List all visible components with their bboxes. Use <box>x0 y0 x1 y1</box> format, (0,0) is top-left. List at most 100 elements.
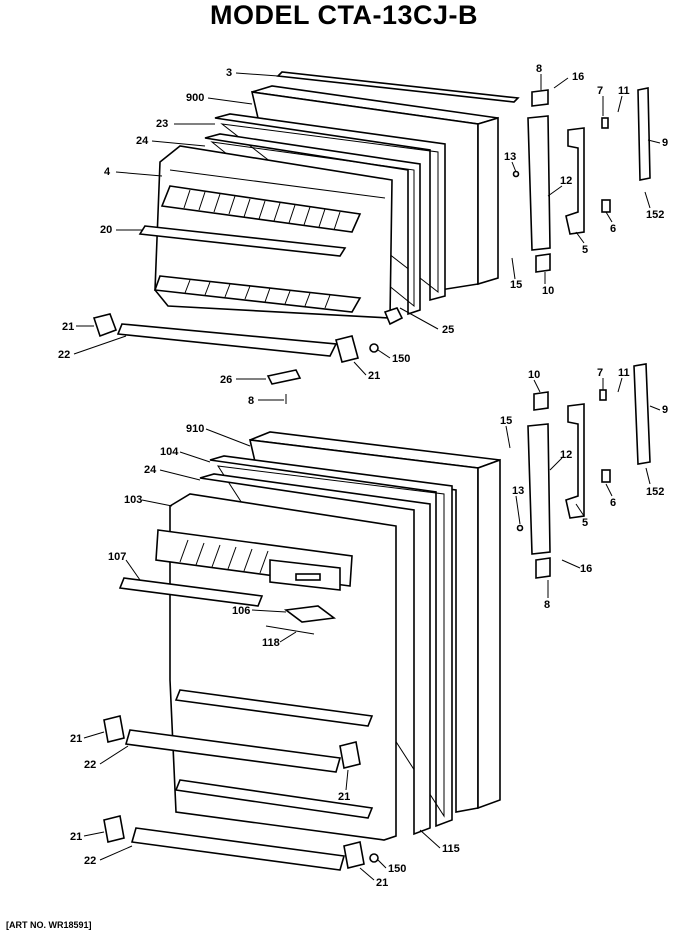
callout-7-bottom: 7 <box>597 367 603 379</box>
freezer-hinge-pin <box>601 117 609 129</box>
fresh-food-end-cap-left-upper <box>103 715 125 743</box>
callout-21-bottom-left-upper: 21 <box>70 733 82 745</box>
freezer-handle-trim <box>637 87 651 181</box>
fresh-food-outer-door-edge <box>477 458 501 810</box>
callout-11-bottom: 11 <box>618 367 630 379</box>
callout-8: 8 <box>536 63 542 75</box>
leader-lines <box>73 72 661 881</box>
freezer-door-assembly <box>92 71 651 404</box>
callout-24: 24 <box>136 135 149 147</box>
fresh-food-end-cap-left-lower <box>103 815 125 843</box>
callout-25: 25 <box>442 324 454 336</box>
callout-16-bottom: 16 <box>580 563 592 575</box>
callout-11: 11 <box>618 85 630 97</box>
freezer-handle <box>565 127 585 235</box>
callout-6-bottom: 6 <box>610 497 616 509</box>
callout-9-bottom: 9 <box>662 404 668 416</box>
callout-152-bottom: 152 <box>646 486 664 498</box>
callout-900: 900 <box>186 92 204 104</box>
callout-21-top-right: 21 <box>368 370 380 382</box>
diagram-title: MODEL CTA-13CJ-B <box>209 0 479 30</box>
callout-21-bottom-left-lower: 21 <box>70 831 82 843</box>
fresh-food-end-cap-right-upper <box>339 741 361 769</box>
callout-8-top-bottom: 8 <box>248 395 254 407</box>
callout-10: 10 <box>542 285 554 297</box>
fresh-food-hinge-pin <box>599 389 607 401</box>
callout-3: 3 <box>226 67 232 79</box>
fresh-food-door-rail-upper <box>124 729 342 773</box>
callout-107: 107 <box>108 551 126 563</box>
freezer-door-rail <box>116 323 338 357</box>
fresh-food-hinge-rail <box>527 423 551 555</box>
callout-10-bottom: 10 <box>528 369 540 381</box>
art-number: [ART NO. WR18591] <box>6 920 92 930</box>
freezer-handle-clip <box>601 199 611 213</box>
fresh-food-butter-door <box>283 605 337 623</box>
freezer-screw <box>369 343 379 353</box>
callout-26: 26 <box>220 374 232 386</box>
callout-20: 20 <box>100 224 112 236</box>
callout-24-bottom: 24 <box>144 464 157 476</box>
fresh-food-door-rail-lower <box>130 827 346 871</box>
fresh-food-egg-tray <box>179 539 269 574</box>
callout-4: 4 <box>104 166 111 178</box>
callout-8-bottom: 8 <box>544 599 550 611</box>
fresh-food-hinge-bracket-top <box>533 391 549 411</box>
fresh-food-lower-shelf <box>174 779 374 819</box>
callout-13: 13 <box>504 151 516 163</box>
fresh-food-handle-clip <box>601 469 611 483</box>
freezer-upper-rack <box>160 185 362 233</box>
freezer-shelf-bar <box>138 225 347 257</box>
freezer-hinge-rail <box>527 115 551 251</box>
fresh-food-handle-trim <box>633 363 651 465</box>
callout-103: 103 <box>124 494 142 506</box>
fresh-food-end-cap-right-lower <box>343 841 365 869</box>
callout-23: 23 <box>156 118 168 130</box>
callout-13-bottom: 13 <box>512 485 524 497</box>
freezer-lower-rack <box>153 275 362 313</box>
fresh-food-control-label <box>295 573 321 581</box>
callout-22-top: 22 <box>58 349 70 361</box>
freezer-inner-liner <box>204 133 421 316</box>
freezer-handle-screw <box>512 170 520 178</box>
fresh-food-screw <box>369 853 379 863</box>
freezer-end-cap-right <box>335 335 359 363</box>
callout-21-top-left: 21 <box>62 321 74 333</box>
callout-6: 6 <box>610 223 616 235</box>
freezer-hinge-bracket-top <box>531 89 549 107</box>
fresh-food-door-assembly <box>103 363 651 871</box>
freezer-hinge-bracket-bottom <box>535 253 551 273</box>
callout-labels: 3 900 23 24 4 20 8 16 7 11 9 13 12 152 6… <box>58 63 668 889</box>
fresh-food-inner-liner <box>199 473 431 836</box>
callout-7: 7 <box>597 85 603 97</box>
fresh-food-hinge-bracket-bottom <box>535 557 551 579</box>
freezer-outer-door-edge <box>477 116 499 286</box>
freezer-end-cap-left <box>92 313 118 338</box>
fresh-food-shelf-bar-upper <box>118 577 264 607</box>
callout-22-bottom-upper: 22 <box>84 759 96 771</box>
callout-12: 12 <box>560 175 572 187</box>
freezer-top-trim <box>276 71 520 103</box>
callout-21-bottom-right-lower: 21 <box>376 877 388 889</box>
freezer-bottom-hinge-cap <box>383 307 404 326</box>
callout-15: 15 <box>510 279 522 291</box>
fresh-food-handle-screw <box>516 524 524 532</box>
callout-21-bottom-right-upper: 21 <box>338 791 350 803</box>
callout-150-bottom: 150 <box>388 863 406 875</box>
callout-106: 106 <box>232 605 250 617</box>
callout-12-bottom: 12 <box>560 449 572 461</box>
callout-115: 115 <box>442 843 460 855</box>
callout-15-bottom: 15 <box>500 415 512 427</box>
fresh-food-handle <box>565 403 585 519</box>
callout-150-top: 150 <box>392 353 410 365</box>
callout-22-bottom-lower: 22 <box>84 855 96 867</box>
fresh-food-middle-shelf <box>174 689 374 727</box>
callout-118: 118 <box>262 637 280 649</box>
callout-5: 5 <box>582 244 588 256</box>
freezer-door-gasket <box>214 113 446 302</box>
fresh-food-door-gasket <box>209 455 453 828</box>
callout-5-bottom: 5 <box>582 517 588 529</box>
callout-16: 16 <box>572 71 584 83</box>
callout-104: 104 <box>160 446 179 458</box>
callout-910: 910 <box>186 423 204 435</box>
